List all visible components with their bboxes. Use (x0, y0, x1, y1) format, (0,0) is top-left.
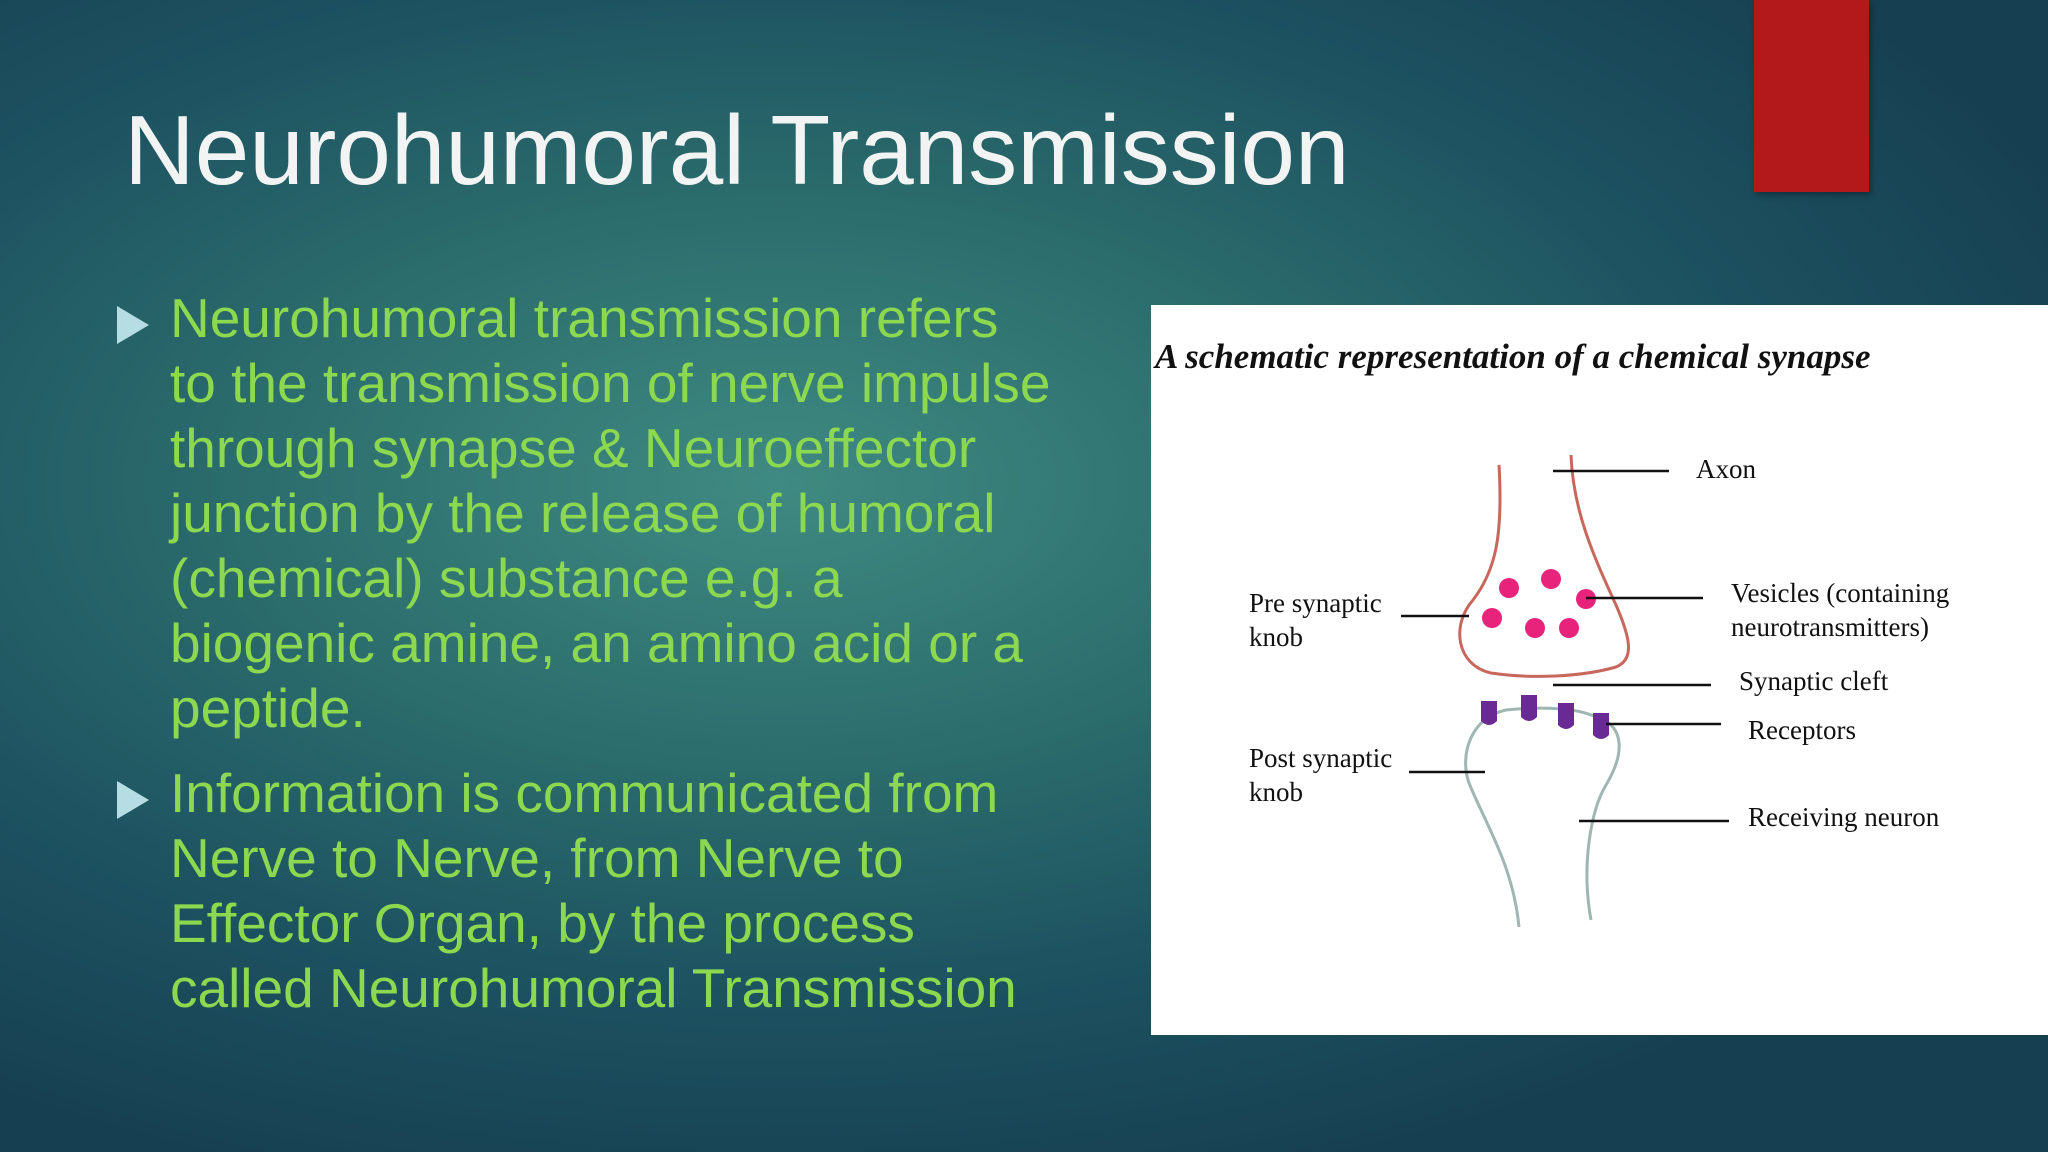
bullet-text: Neurohumoral transmission refers to the … (170, 287, 1051, 739)
presynaptic-knob-outline (1458, 454, 1631, 678)
label-receiving-neuron: Receiving neuron (1748, 802, 1940, 832)
receptor-icon (1558, 703, 1574, 729)
accent-bar (1754, 0, 1869, 192)
slide-title: Neurohumoral Transmission (124, 95, 1350, 205)
bullet-list: Neurohumoral transmission refers to the … (115, 286, 1145, 1041)
label-neurotransmitters: neurotransmitters) (1731, 612, 1929, 642)
triangle-bullet-icon (117, 306, 149, 344)
label-vesicles: Vesicles (containing (1731, 578, 1949, 608)
label-pre-synaptic-knob: knob (1249, 622, 1303, 652)
bullet-item: Neurohumoral transmission refers to the … (115, 286, 1145, 741)
bullet-text: Information is communicated from Nerve t… (170, 762, 1017, 1019)
vesicle-icon (1559, 618, 1579, 638)
figure-title: A schematic representation of a chemical… (1153, 337, 1871, 376)
receptor-icon (1593, 713, 1609, 739)
receptor-icon (1521, 695, 1537, 721)
label-receptors: Receptors (1748, 715, 1856, 745)
triangle-bullet-icon (117, 781, 149, 819)
vesicle-icon (1482, 608, 1502, 628)
vesicle-icon (1525, 618, 1545, 638)
receptor-icon (1481, 701, 1497, 725)
label-pre-synaptic: Pre synaptic (1249, 588, 1382, 618)
label-axon: Axon (1696, 454, 1756, 484)
vesicle-icon (1499, 578, 1519, 598)
label-synaptic-cleft: Synaptic cleft (1739, 666, 1889, 696)
synapse-diagram: A schematic representation of a chemical… (1153, 337, 1949, 928)
synapse-figure: A schematic representation of a chemical… (1151, 305, 2048, 1035)
vesicle-icon (1541, 569, 1561, 589)
label-post-synaptic-knob: knob (1249, 777, 1303, 807)
postsynaptic-knob-outline (1464, 706, 1621, 928)
bullet-item: Information is communicated from Nerve t… (115, 761, 1145, 1021)
label-post-synaptic: Post synaptic (1249, 743, 1392, 773)
